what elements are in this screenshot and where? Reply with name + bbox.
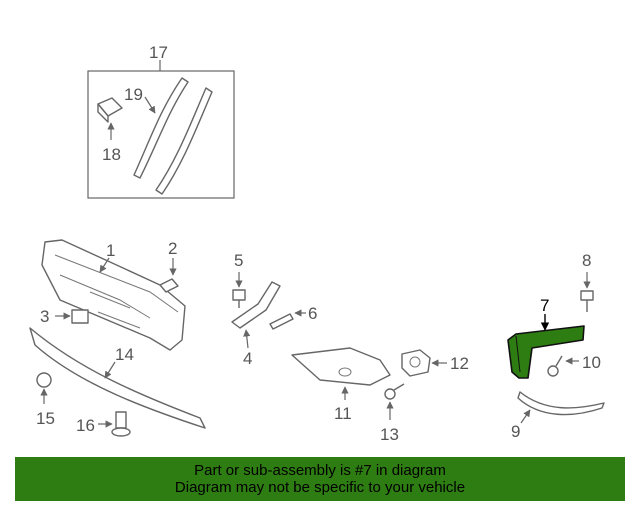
callout-13: 13 [380,425,399,444]
callout-4: 4 [243,349,252,368]
lower-cover-11 [291,347,391,400]
callout-3: 3 [40,307,49,326]
callout-16: 16 [76,416,95,435]
callout-12: 12 [450,354,469,373]
callout-1: 1 [106,241,115,260]
molding-kit-box [87,60,235,199]
lower-strip-14 [29,327,206,429]
callout-9: 9 [511,422,520,441]
callout-5: 5 [234,251,243,270]
clip-3 [55,309,89,324]
clip-15 [36,372,52,404]
bumper-reinforcement [41,239,186,351]
banner-line-1: Part or sub-assembly is #7 in diagram [194,462,446,479]
screw-10 [547,355,579,377]
bolt-2 [159,258,179,293]
bolt-5 [232,272,246,308]
strip-9 [517,391,605,424]
banner-line-2: Diagram may not be specific to your vehi… [174,479,466,496]
callout-11: 11 [334,404,352,423]
fog-lamp-12 [401,349,447,377]
callout-19: 19 [124,85,143,104]
fitment-notice-banner: Part or sub-assembly is #7 in diagram Di… [15,457,625,501]
callout-18: 18 [102,145,121,164]
callout-14: 14 [115,345,134,364]
callout-6: 6 [308,304,317,323]
callout-17: 17 [149,43,168,62]
callout-7: 7 [540,296,549,315]
callout-8: 8 [582,251,591,270]
bolt-8 [580,272,594,312]
callout-10: 10 [582,353,601,372]
fastener-6 [269,309,306,330]
callout-15: 15 [36,409,55,428]
parts-diagram: 17 19 18 1 2 3 14 15 16 5 6 4 11 12 13 8… [29,43,605,444]
bracket-4 [231,281,281,349]
callout-2: 2 [168,239,177,258]
bracket-7-highlighted [507,314,585,379]
screw-13 [384,383,405,420]
bolt-16 [98,411,131,437]
